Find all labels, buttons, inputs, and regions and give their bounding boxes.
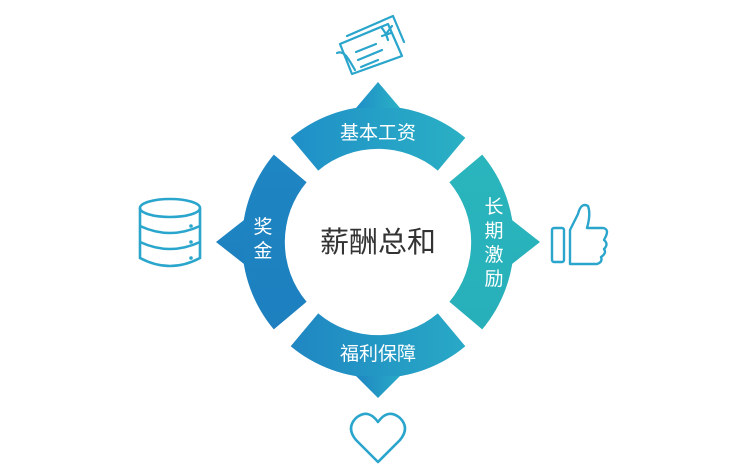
segment-label-left: 奖金 <box>253 216 272 262</box>
center-label: 薪酬总和 <box>320 225 436 259</box>
svg-text:长期激励: 长期激励 <box>484 196 503 290</box>
vertical-label-char: 金 <box>253 240 272 262</box>
ring-segment-left <box>216 154 307 330</box>
svg-text:奖金: 奖金 <box>253 216 272 262</box>
vertical-label-char: 长 <box>484 196 503 218</box>
vertical-label-char: 期 <box>484 220 503 242</box>
vertical-label-char: 奖 <box>253 216 272 238</box>
segment-label-right: 长期激励 <box>484 196 503 290</box>
thumbs-up-icon <box>550 203 609 266</box>
ring-segment-bottom <box>290 313 466 398</box>
segment-label-top: 基本工资 <box>340 122 416 144</box>
ring-segment-top <box>290 82 466 171</box>
vertical-label-char: 励 <box>484 268 503 290</box>
segment-label-bottom: 福利保障 <box>340 343 416 365</box>
vertical-label-char: 激 <box>484 244 503 266</box>
database-icon <box>138 197 202 268</box>
ring-segment-right <box>449 154 540 330</box>
heart-icon <box>349 412 407 464</box>
cheque-yen-icon <box>335 14 406 76</box>
